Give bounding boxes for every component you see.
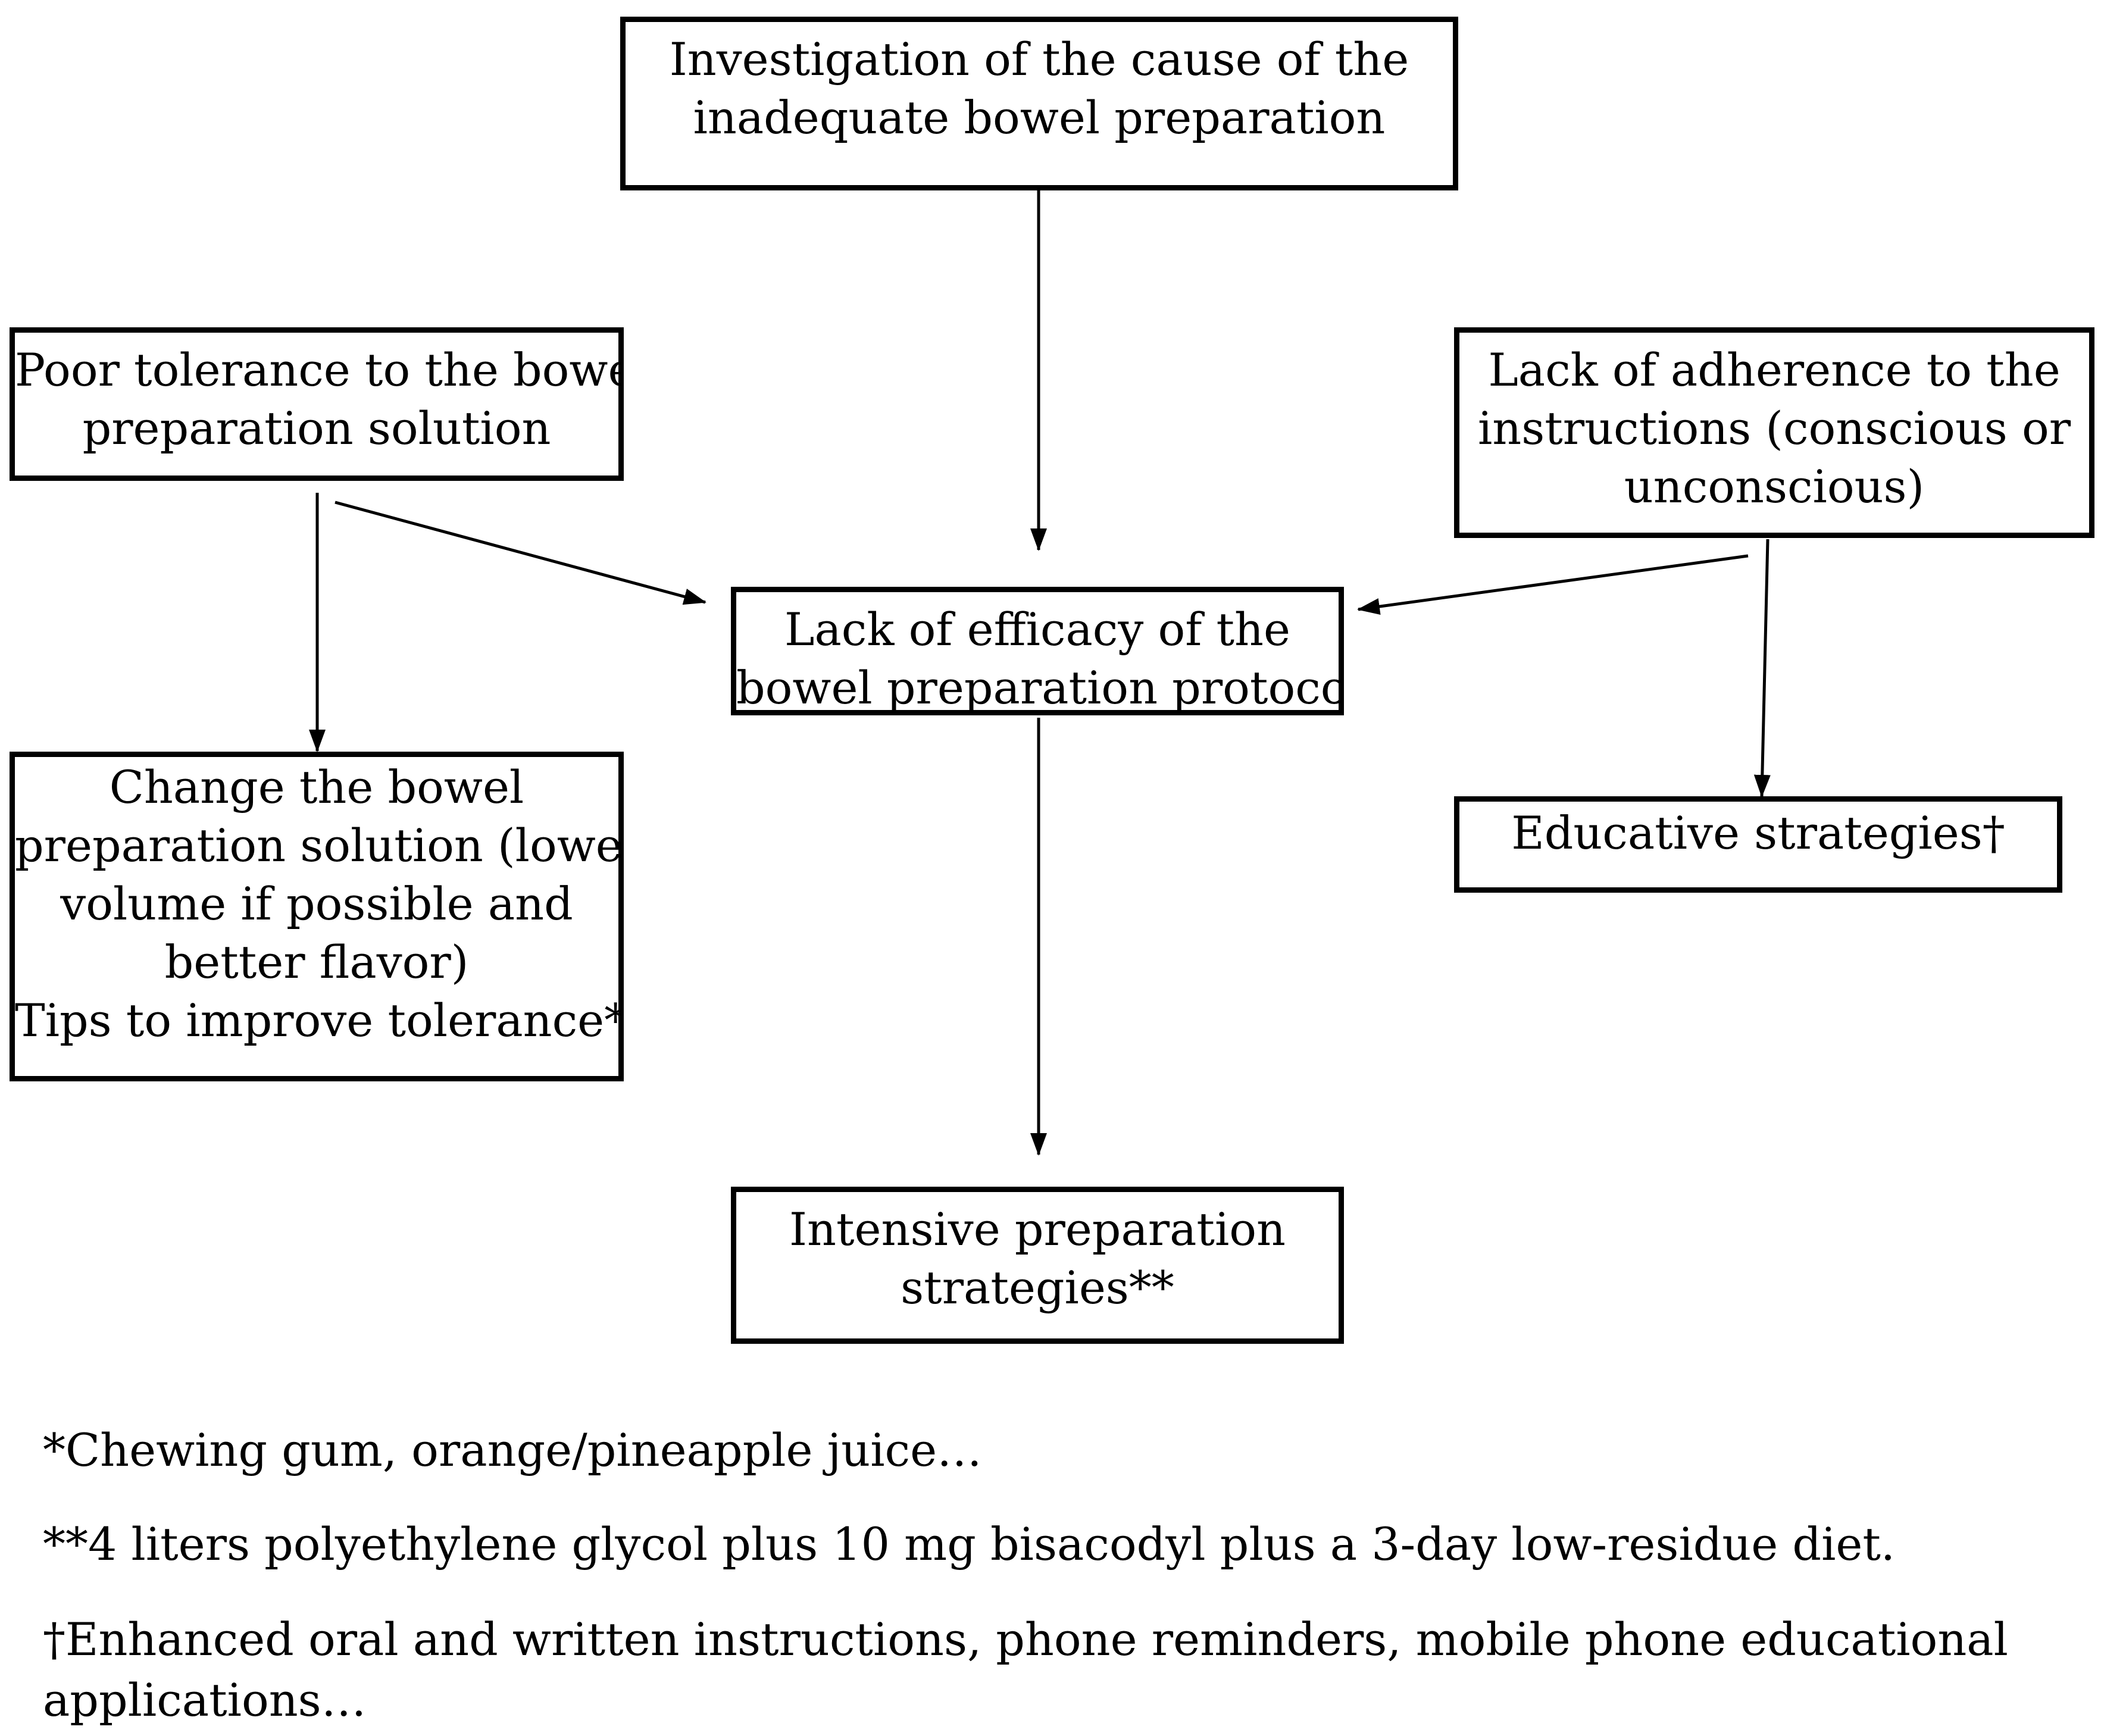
lack-efficacy-line-1: Lack of efficacy of the: [784, 603, 1290, 656]
footnote-educative-line-1: †Enhanced oral and written instructions,…: [43, 1613, 2008, 1666]
change-solution-line-2: preparation solution (lower: [15, 819, 624, 872]
lack-adherence-line-1: Lack of adherence to the: [1488, 343, 2061, 396]
investigation-line-1: Investigation of the cause of the: [669, 33, 1409, 86]
investigation-box: Investigation of the cause of the inadeq…: [620, 17, 1458, 190]
change-solution-line-5: Tips to improve tolerance*: [15, 994, 624, 1047]
lack-efficacy-line-2: bowel preparation protocol: [736, 661, 1344, 714]
investigation-line-2: inadequate bowel preparation: [693, 91, 1386, 144]
intensive-box: Intensive preparation strategies**: [731, 1187, 1344, 1344]
arrow-adherence-to-efficacy: [1357, 554, 1749, 615]
arrow-adherence-to-educative: [1753, 539, 1771, 797]
lack-efficacy-box: Lack of efficacy of the bowel preparatio…: [731, 587, 1344, 715]
footnote-intensive: **4 liters polyethylene glycol plus 10 m…: [43, 1518, 1896, 1571]
footnote-educative-line-2: applications…: [43, 1674, 367, 1726]
lack-adherence-line-2: instructions (conscious or: [1477, 402, 2071, 455]
poor-tolerance-line-2: preparation solution: [82, 402, 551, 455]
change-solution-line-4: better flavor): [164, 936, 469, 989]
change-solution-line-3: volume if possible and: [60, 877, 573, 930]
intensive-line-2: strategies**: [901, 1261, 1174, 1314]
intensive-line-1: Intensive preparation: [789, 1203, 1286, 1256]
lack-adherence-line-3: unconscious): [1624, 460, 1925, 513]
footnote-tips: *Chewing gum, orange/pineapple juice…: [43, 1424, 983, 1477]
educative-line-1: Educative strategies†: [1511, 806, 2005, 859]
change-solution-line-1: Change the bowel: [109, 761, 524, 814]
change-solution-box: Change the bowel preparation solution (l…: [10, 752, 624, 1081]
educative-box: Educative strategies†: [1454, 796, 2062, 893]
lack-adherence-box: Lack of adherence to the instructions (c…: [1454, 327, 2094, 538]
poor-tolerance-box: Poor tolerance to the bowel- preparation…: [10, 327, 624, 481]
poor-tolerance-line-1: Poor tolerance to the bowel-: [15, 343, 624, 396]
arrow-tolerance-to-efficacy: [334, 501, 706, 605]
